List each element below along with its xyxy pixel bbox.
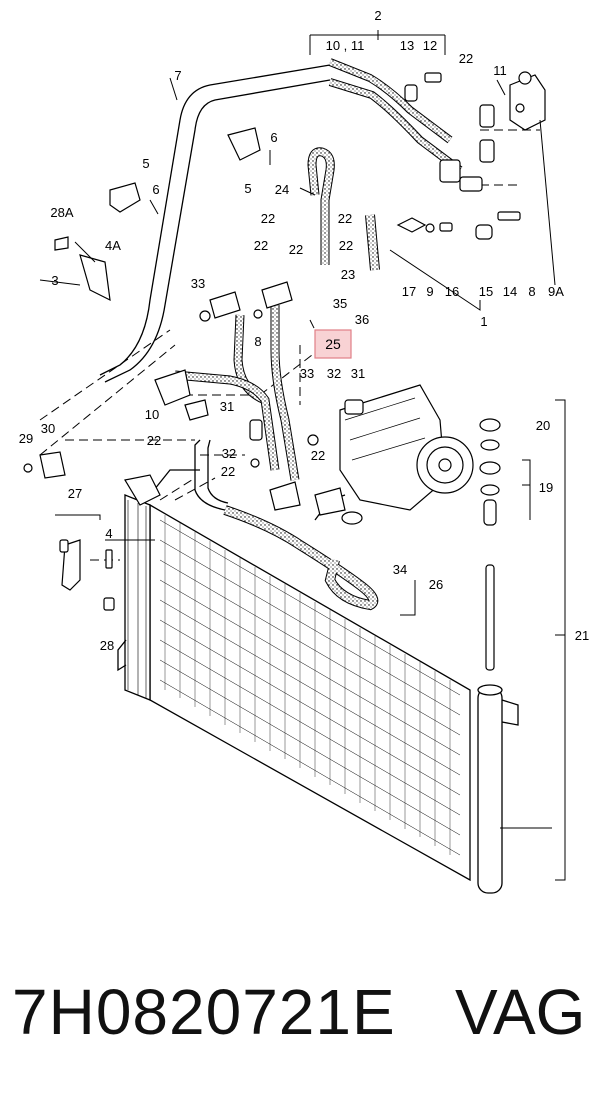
- part-number: 7H0820721E: [12, 976, 396, 1048]
- callout-24: 24: [275, 182, 289, 197]
- callout-labels: 2 10 , 11 13 12 22 11 7 6 5 5 6 24 22 22…: [19, 8, 589, 653]
- callout-30: 30: [41, 421, 55, 436]
- callout-10: 10: [145, 407, 159, 422]
- callout-4A: 4A: [105, 238, 121, 253]
- callout-4: 4: [105, 526, 112, 541]
- callout-22: 22: [147, 433, 161, 448]
- dashed-guides: [39, 129, 540, 561]
- callout-12: 12: [423, 38, 437, 53]
- callout-26: 26: [429, 577, 443, 592]
- callout-17: 17: [402, 284, 416, 299]
- callout-8: 8: [528, 284, 535, 299]
- highlight-box-25: [314, 329, 352, 359]
- callout-2: 2: [374, 8, 381, 23]
- callout-23: 23: [341, 267, 355, 282]
- callout-14: 14: [503, 284, 517, 299]
- callout-6: 6: [270, 130, 277, 145]
- callout-10-11: 10 , 11: [326, 38, 365, 53]
- parts-exploded-diagram: 2 10 , 11 13 12 22 11 7 6 5 5 6 24 22 22…: [19, 8, 589, 894]
- compressor: [339, 384, 474, 511]
- callout-29: 29: [19, 431, 33, 446]
- callout-20: 20: [536, 418, 550, 433]
- callout-33: 33: [300, 366, 314, 381]
- callout-28A: 28A: [50, 205, 73, 220]
- callout-9: 9: [426, 284, 433, 299]
- condenser: [117, 494, 552, 894]
- callout-11: 11: [493, 63, 507, 78]
- callout-22: 22: [311, 448, 325, 463]
- leader-lines: [39, 30, 566, 881]
- ac-lines: [99, 58, 463, 611]
- callout-34: 34: [393, 562, 407, 577]
- callout-16: 16: [445, 284, 459, 299]
- callout-31: 31: [220, 399, 234, 414]
- callout-33: 33: [191, 276, 205, 291]
- callout-6: 6: [152, 182, 159, 197]
- callout-7: 7: [174, 68, 181, 83]
- callout-22: 22: [339, 238, 353, 253]
- callout-19: 19: [539, 480, 553, 495]
- components: [23, 71, 546, 671]
- callout-1: 1: [480, 314, 487, 329]
- callout-15: 15: [479, 284, 493, 299]
- expansion-valve: [509, 71, 546, 131]
- callout-22: 22: [338, 211, 352, 226]
- callout-35: 35: [333, 296, 347, 311]
- callout-5: 5: [244, 181, 251, 196]
- callout-31: 31: [351, 366, 365, 381]
- callout-22: 22: [261, 211, 275, 226]
- callout-8: 8: [254, 334, 261, 349]
- callout-32: 32: [222, 446, 236, 461]
- callout-22: 22: [289, 242, 303, 257]
- callout-22: 22: [254, 238, 268, 253]
- brand-label: VAG: [455, 976, 586, 1048]
- callout-5: 5: [142, 156, 149, 171]
- callout-32: 32: [327, 366, 341, 381]
- callout-27: 27: [68, 486, 82, 501]
- callout-28: 28: [100, 638, 114, 653]
- callout-13: 13: [400, 38, 414, 53]
- callout-9A: 9A: [548, 284, 564, 299]
- callout-22: 22: [221, 464, 235, 479]
- callout-22: 22: [459, 51, 473, 66]
- callout-3: 3: [51, 273, 58, 288]
- callout-36: 36: [355, 312, 369, 327]
- callout-25: 25: [325, 336, 341, 352]
- callout-21: 21: [575, 628, 589, 643]
